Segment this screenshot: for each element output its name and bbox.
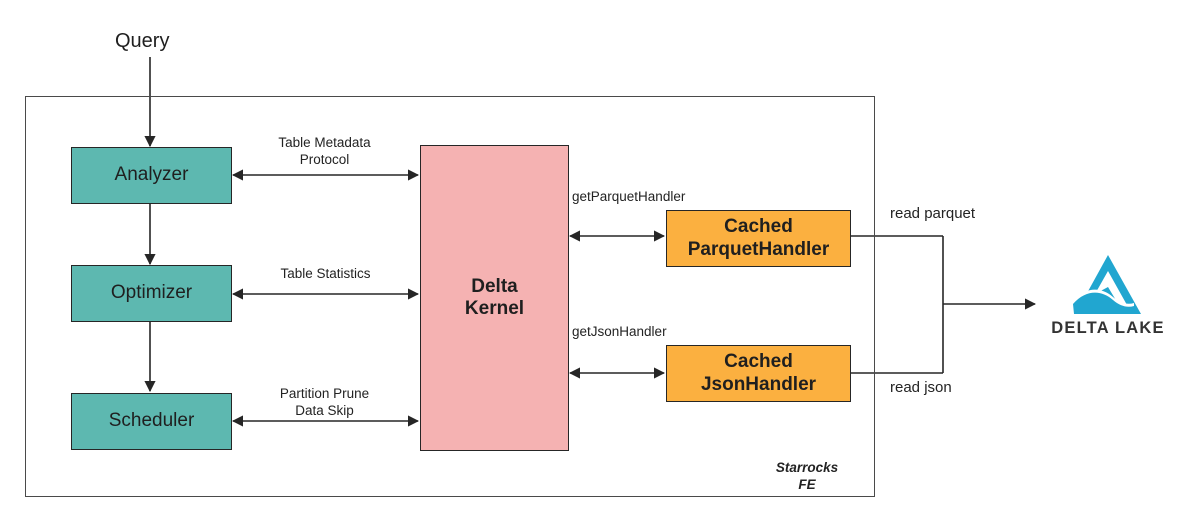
node-cached-json-handler[interactable]: Cached JsonHandler [666,345,851,402]
node-delta-kernel[interactable]: Delta Kernel [420,145,569,451]
node-analyzer[interactable]: Analyzer [71,147,232,204]
delta-lake-logo: DELTA LAKE [1048,252,1168,338]
starrocks-fe-caption: Starrocks FE [775,460,839,492]
edge-label-get-json-handler: getJsonHandler [572,324,667,339]
starrocks-fe-container [25,96,875,497]
edge-label-read-json: read json [890,379,952,396]
query-label: Query [115,30,170,52]
delta-lake-triangle-icon [1073,255,1141,314]
edge-label-read-parquet: read parquet [890,205,976,222]
node-optimizer[interactable]: Optimizer [71,265,232,322]
edge-label-table-statistics: Table Statistics [280,266,371,281]
node-scheduler[interactable]: Scheduler [71,393,232,450]
node-cached-parquet-handler[interactable]: Cached ParquetHandler [666,210,851,267]
edge-label-table-metadata-protocol: Table Metadata Protocol [278,135,371,167]
edge-label-get-parquet-handler: getParquetHandler [572,189,686,204]
delta-lake-wordmark: DELTA LAKE [1051,319,1165,337]
edge-label-partition-prune-data-skip: Partition Prune Data Skip [279,386,370,418]
